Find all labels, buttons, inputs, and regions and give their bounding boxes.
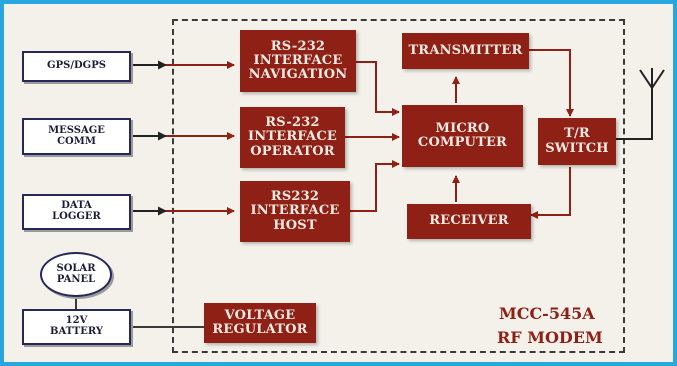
model-number-label: MCC-545A (499, 304, 595, 323)
power-links (75, 296, 204, 328)
interface-links (345, 61, 400, 212)
nav-micro-arrow (356, 61, 400, 116)
antenna-icon (616, 68, 665, 140)
diagram-frame: GPS/DGPS MESSAGE COMM DATA LOGGER SOLAR … (4, 4, 673, 362)
solar-panel-circle: SOLAR PANEL (40, 252, 112, 297)
rs232-operator-block: RS-232 INTERFACE OPERATOR (240, 107, 345, 168)
external-links (131, 60, 235, 216)
modem-boundary (172, 19, 625, 353)
connection-wires (75, 49, 665, 328)
switch-rx-arrow (530, 167, 571, 219)
rs232-navigation-block: RS-232 INTERFACE NAVIGATION (240, 30, 356, 92)
rs232-host-block: RS232 INTERFACE HOST (240, 181, 350, 242)
message-comm-box: MESSAGE COMM (22, 118, 131, 155)
transmitter-block: TRANSMITTER (402, 33, 529, 69)
model-name-label: RF MODEM (497, 328, 603, 347)
tx-switch-arrow (529, 49, 574, 117)
battery-box: 12V BATTERY (22, 309, 131, 345)
rf-links (452, 49, 574, 219)
gps-dgps-box: GPS/DGPS (22, 51, 131, 82)
micro-computer-block: MICRO COMPUTER (402, 105, 523, 167)
data-logger-box: DATA LOGGER (22, 194, 131, 230)
voltage-regulator-block: VOLTAGE REGULATOR (204, 303, 316, 343)
receiver-block: RECEIVER (407, 204, 531, 239)
host-micro-arrow (350, 160, 400, 212)
tr-switch-block: T/R SWITCH (538, 118, 616, 165)
